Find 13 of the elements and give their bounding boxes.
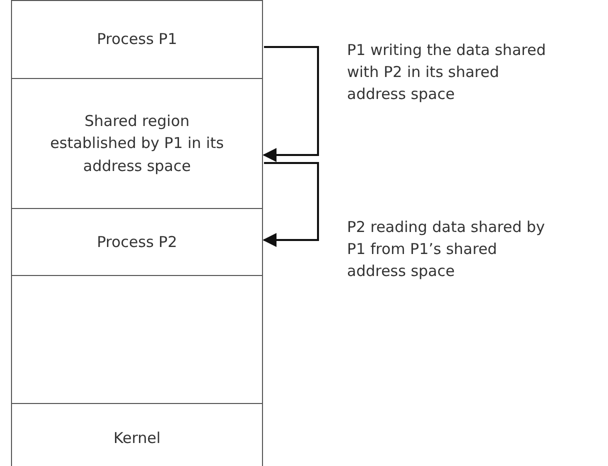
- memory-region: [11, 0, 263, 78]
- region-label: Process P1: [96, 29, 178, 50]
- arrow: [262, 46, 319, 162]
- empty-memory-region: [11, 275, 263, 403]
- memory-region: [11, 403, 263, 466]
- arrow: [262, 162, 319, 247]
- region-label: Kernel: [112, 428, 162, 450]
- region-label: Shared region established by P1 in its address space: [49, 110, 225, 177]
- memory-region: [11, 208, 263, 275]
- memory-region: [11, 78, 263, 208]
- annotation-text: P2 reading data shared by P1 from P1’s shared address space: [347, 217, 546, 282]
- annotation-text: P1 writing the data shared with P2 in its shared address space: [347, 40, 547, 104]
- region-label: Process P2: [96, 232, 178, 253]
